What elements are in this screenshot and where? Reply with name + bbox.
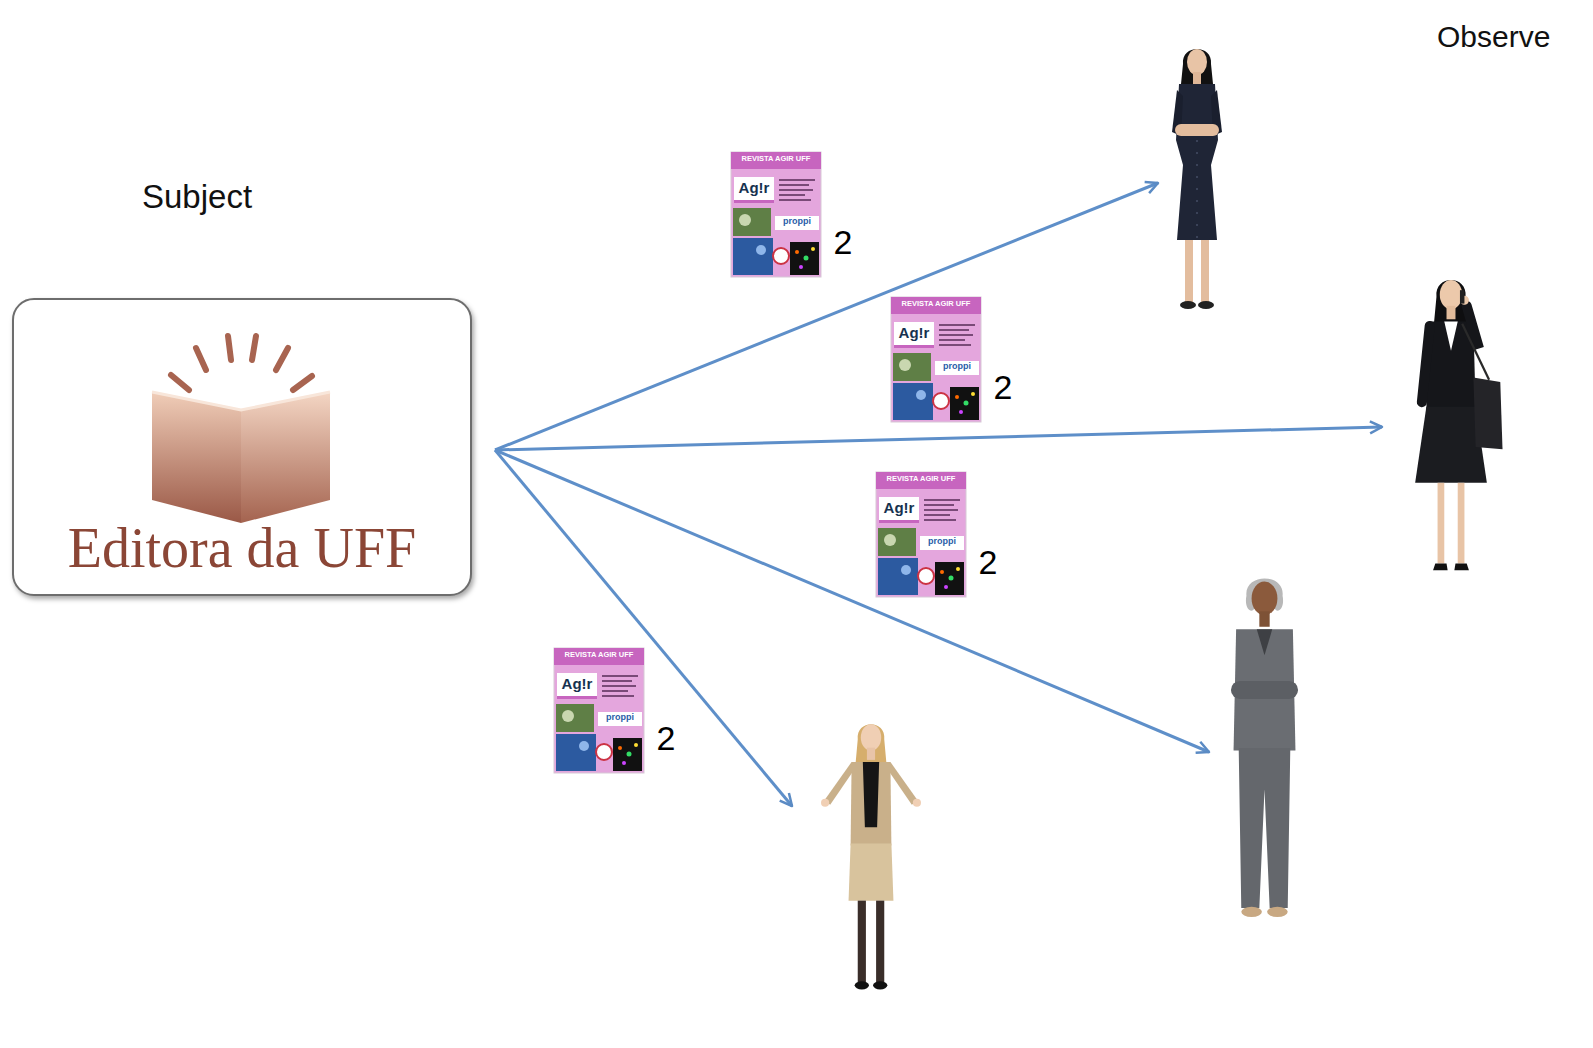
cover-sponsor: proppi xyxy=(920,537,964,547)
person-figure xyxy=(1259,611,1269,626)
person-figure xyxy=(1198,301,1214,309)
copy-count: 2 xyxy=(831,224,855,261)
person-figure xyxy=(1422,326,1430,402)
book-icon xyxy=(241,392,330,523)
person-figure xyxy=(858,901,866,983)
cover-title: REVISTA AGIR UFF xyxy=(731,155,821,163)
subject-heading: Subject xyxy=(142,178,252,216)
cover-sponsor: proppi xyxy=(598,713,642,723)
person-figure xyxy=(851,762,892,846)
person-figure xyxy=(1444,322,1457,351)
person-figure xyxy=(861,724,881,751)
person-figure xyxy=(1257,629,1272,655)
person-figure xyxy=(1460,290,1464,303)
book-icon xyxy=(252,336,256,360)
magazine-covers xyxy=(731,152,821,277)
person-figure xyxy=(1172,49,1222,309)
cover-logo: Ag!r xyxy=(879,500,919,517)
cover-logo: Ag!r xyxy=(557,676,597,693)
arrow xyxy=(495,427,1382,450)
person-figure xyxy=(1454,563,1469,570)
arrow xyxy=(495,183,1158,450)
person-figure xyxy=(1193,72,1201,84)
person-figure xyxy=(1231,578,1298,917)
cover-title: REVISTA AGIR UFF xyxy=(876,475,966,483)
person-figure xyxy=(1239,748,1291,908)
region-outline xyxy=(682,8,1590,1044)
person-figure xyxy=(1187,49,1207,75)
person-figure xyxy=(873,981,887,989)
person-figure xyxy=(1175,124,1219,136)
arrow xyxy=(495,450,792,806)
person-figure xyxy=(1462,324,1489,380)
person-figure xyxy=(821,799,829,807)
magazine-covers xyxy=(891,297,981,422)
person-figure xyxy=(1185,240,1193,302)
region-heading: Observe xyxy=(1437,20,1550,55)
person-figure xyxy=(1467,306,1479,349)
book-icon xyxy=(152,392,241,523)
cover-sponsor: proppi xyxy=(935,362,979,372)
person-figure xyxy=(1447,306,1456,319)
magazine-covers xyxy=(554,648,644,773)
person-figure xyxy=(1180,301,1196,309)
person-figure xyxy=(1433,563,1448,570)
person-figure xyxy=(1241,907,1262,917)
cover-logo: Ag!r xyxy=(894,325,934,342)
cover-title: REVISTA AGIR UFF xyxy=(891,300,981,308)
cover-title: REVISTA AGIR UFF xyxy=(554,651,644,659)
copy-count: 2 xyxy=(991,369,1015,406)
person-figure xyxy=(1196,140,1198,238)
cover-sponsor: proppi xyxy=(775,217,819,227)
publisher-name: Editora da UFF xyxy=(68,516,416,580)
person-figure xyxy=(855,981,869,989)
magazine-covers xyxy=(554,152,981,773)
person-figure xyxy=(1201,240,1209,302)
person-figure xyxy=(876,901,884,983)
cover-logo: Ag!r xyxy=(734,180,774,197)
person-figure xyxy=(1458,483,1465,564)
person-figure xyxy=(1473,378,1502,450)
person-figure xyxy=(1231,681,1298,699)
person-figure xyxy=(913,799,921,807)
copy-count: 2 xyxy=(976,544,1000,581)
person-figure xyxy=(867,748,875,760)
person-figure xyxy=(1440,280,1462,309)
person-figure xyxy=(849,844,894,901)
person-figure xyxy=(856,724,887,762)
person-figure xyxy=(863,762,879,827)
person-figure xyxy=(821,724,921,989)
person-figure xyxy=(1438,483,1445,564)
copy-count: 2 xyxy=(654,720,678,757)
arrow xyxy=(495,183,1382,806)
arrow xyxy=(495,450,1209,752)
book-icon xyxy=(228,336,231,360)
person-figure xyxy=(1252,582,1278,616)
magazine-covers xyxy=(876,472,966,597)
person-figure xyxy=(1267,907,1288,917)
person-figure xyxy=(1415,280,1502,570)
